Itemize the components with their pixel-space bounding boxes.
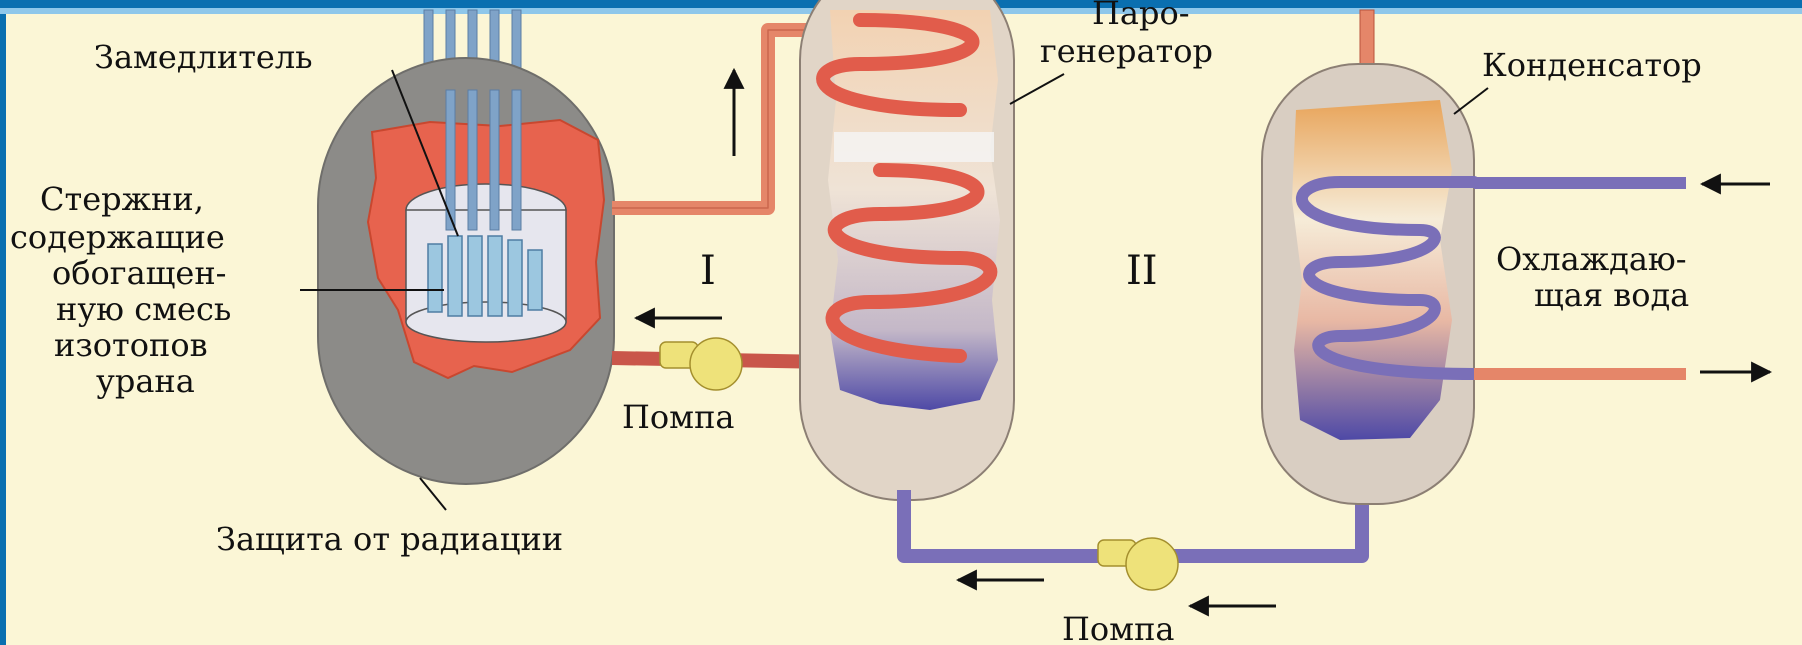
rods-label-line-6: урана: [96, 362, 195, 400]
condenser-label: Конденсатор: [1482, 46, 1702, 84]
steam-generator-divider: [834, 132, 994, 162]
circuit-one-label: I: [700, 248, 716, 294]
rods-label-line-1: Стержни,: [40, 180, 204, 218]
rods-label-line-2: содержащие: [10, 218, 225, 256]
cooling-water-label-line-2: щая вода: [1534, 276, 1689, 314]
steam-generator-label-line-1: Паро-: [1092, 0, 1190, 32]
steam-pipe: [1360, 10, 1374, 72]
shield-label: Защита от радиации: [216, 520, 563, 558]
steam-generator-label-line-2: генератор: [1040, 32, 1213, 70]
primary-pump-label: Помпа: [622, 398, 734, 436]
rods-label-line-4: ную смесь: [56, 290, 231, 328]
circuit-two-label: II: [1126, 248, 1158, 294]
cooling-water-inlet-pipe: [1474, 177, 1686, 189]
rods-label-line-3: обогащен-: [52, 254, 226, 292]
cooling-water-outlet-pipe: [1474, 368, 1686, 380]
secondary-pump-label: Помпа: [1062, 610, 1174, 645]
moderator-label: Замедлитель: [94, 38, 313, 76]
rods-label-line-5: изотопов: [54, 326, 208, 364]
cooling-water-label-line-1: Охлаждаю-: [1496, 240, 1687, 278]
